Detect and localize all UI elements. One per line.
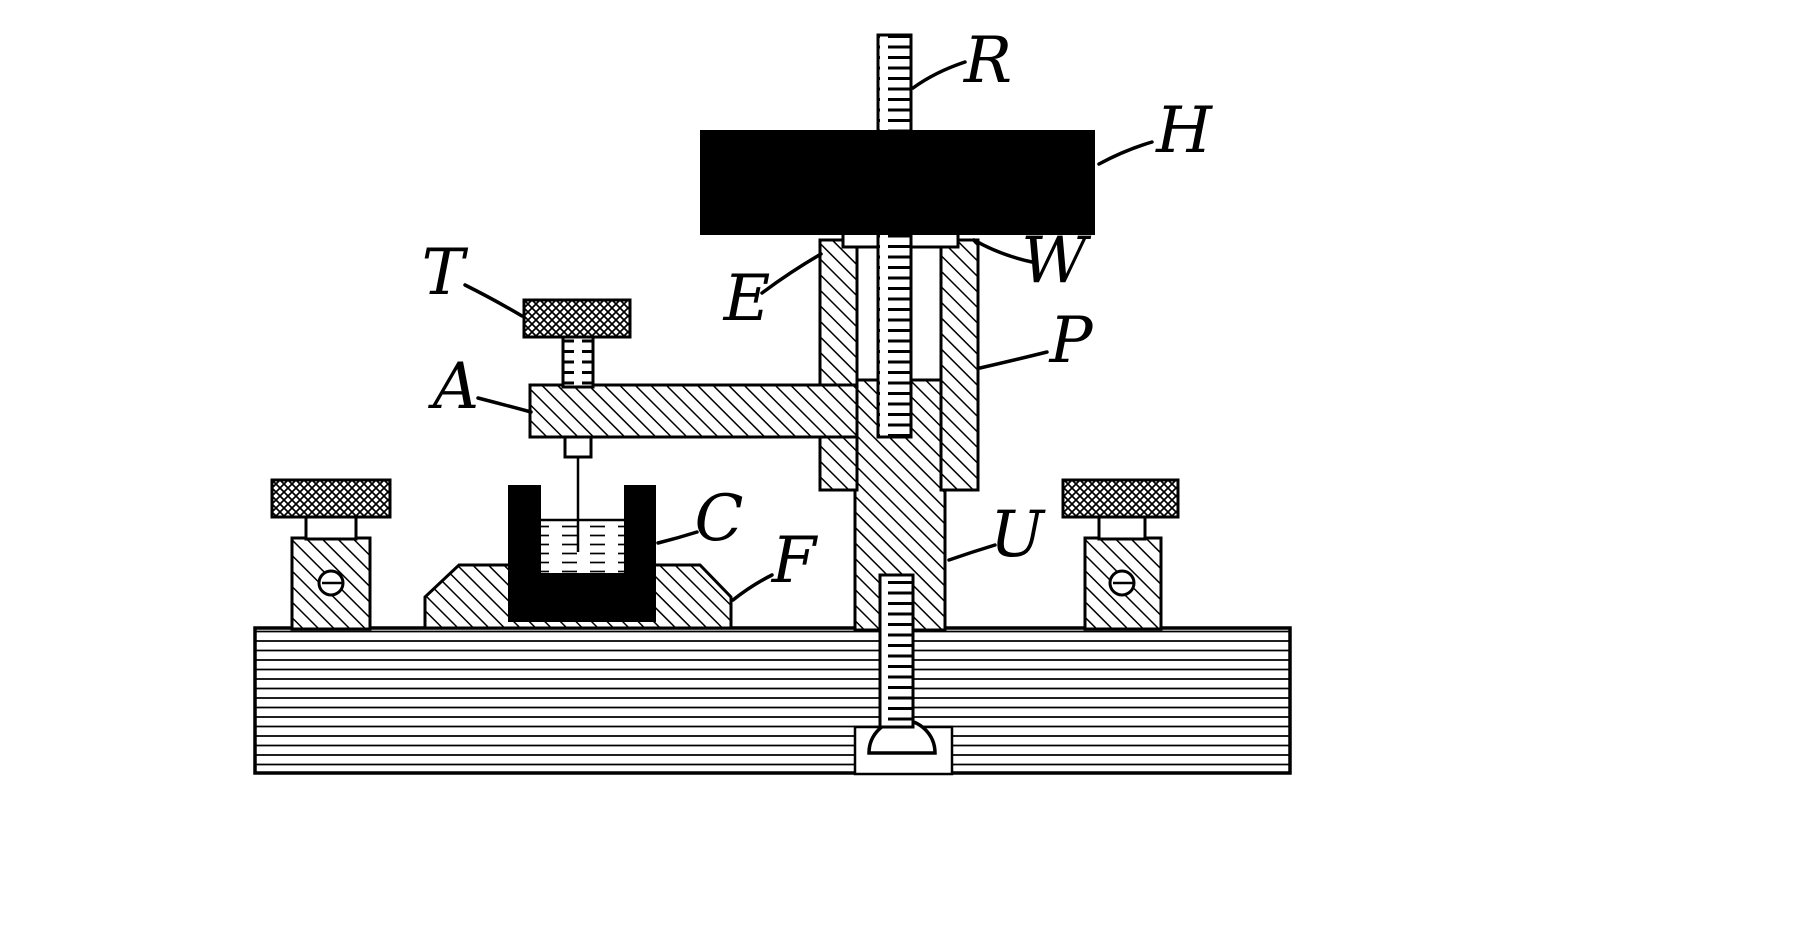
- thumbscrew-knurled-head: [522, 298, 632, 339]
- binding-post-left-neck: [304, 514, 358, 541]
- frame-upright-right: [939, 238, 980, 492]
- leader-washer: [972, 238, 1034, 264]
- leader-frame-left: [760, 252, 823, 295]
- label-thumbscrew: T: [422, 236, 469, 310]
- label-foot-block: F: [771, 524, 819, 598]
- mercury-cup: [508, 485, 656, 622]
- threaded-rod-upper: [876, 33, 913, 439]
- thumbscrew-threaded-shaft: [561, 334, 595, 389]
- label-upright: U: [990, 498, 1046, 572]
- leader-hammer-block: [1097, 140, 1154, 166]
- base-board: [253, 626, 1292, 776]
- binding-post-right-knurled-cap: [1061, 478, 1180, 519]
- base-board-body: [253, 626, 1292, 775]
- label-cup: C: [695, 482, 744, 556]
- label-hammer-block: H: [1155, 94, 1213, 168]
- label-frame-left: E: [723, 262, 771, 336]
- label-arm: A: [428, 350, 479, 424]
- frame-upright-left: [818, 238, 859, 492]
- binding-post-right-neck: [1097, 514, 1147, 541]
- thumbscrew-collet: [563, 435, 593, 459]
- leader-cup: [656, 530, 699, 545]
- leader-rod: [911, 60, 967, 90]
- cup-liquid: [541, 520, 624, 573]
- leader-foot-block: [731, 573, 774, 602]
- threaded-rod-lower: [878, 573, 915, 729]
- leader-frame-right: [978, 350, 1049, 370]
- leader-arm: [476, 396, 533, 414]
- label-frame-right: P: [1048, 304, 1093, 378]
- leader-upright: [947, 543, 997, 562]
- binding-post-left-knurled-cap: [270, 478, 392, 519]
- leader-lines: [463, 60, 1154, 602]
- part-labels: R H W E P T A C F U: [422, 24, 1213, 598]
- arm: [528, 383, 859, 439]
- leader-thumbscrew: [463, 283, 524, 318]
- thumbscrew: [522, 298, 632, 552]
- label-washer: W: [1021, 224, 1092, 298]
- hammer-block: [700, 130, 1095, 235]
- label-rod: R: [963, 24, 1012, 98]
- binding-post-left: [270, 478, 392, 631]
- binding-post-right: [1061, 478, 1180, 631]
